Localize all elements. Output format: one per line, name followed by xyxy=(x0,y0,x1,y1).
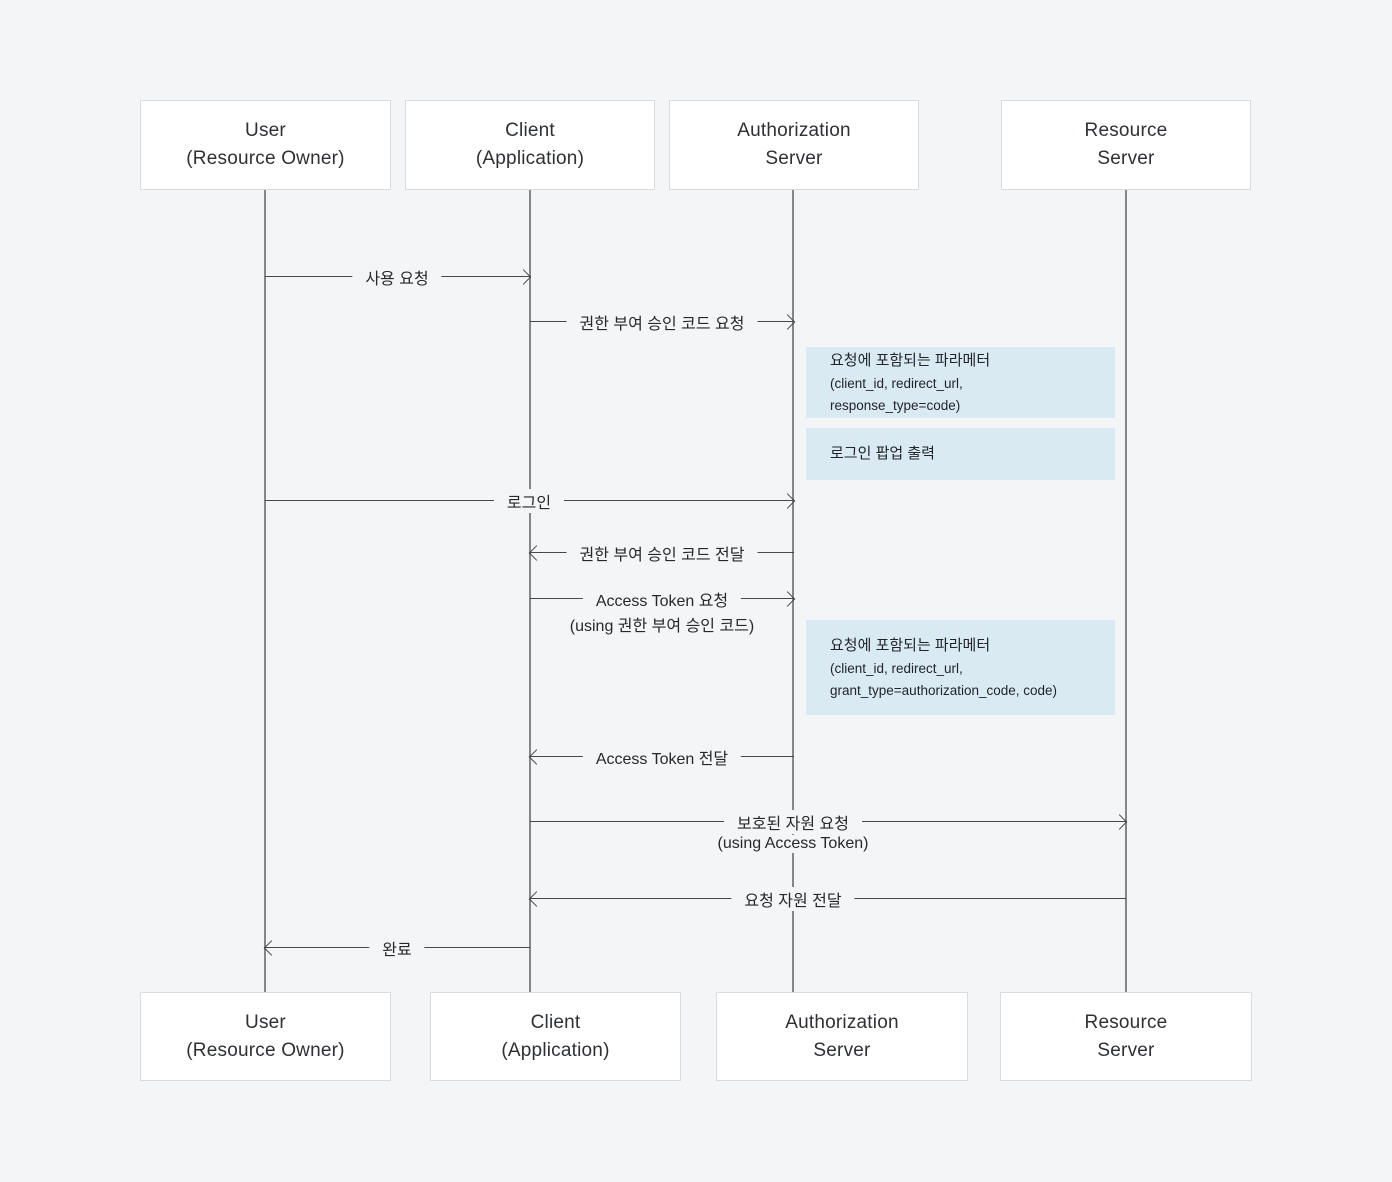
actor-box-client-bottom: Client (Application) xyxy=(430,992,681,1081)
note-line: grant_type=authorization_code, code) xyxy=(830,682,1058,698)
arrowhead-left-icon xyxy=(528,545,545,561)
note-line: 로그인 팝업 출력 xyxy=(830,445,935,462)
actor-label-line1: Resource xyxy=(1084,1011,1168,1033)
actor-box-user-top: User (Resource Owner) xyxy=(140,100,391,190)
lifeline-client xyxy=(529,190,531,992)
note-line: 요청에 포함되는 파라메터 xyxy=(830,636,991,654)
actor-label-line2: Server xyxy=(765,148,823,169)
actor-label-line1: Authorization xyxy=(785,1011,899,1033)
message-label: 요청 자원 전달 xyxy=(731,887,855,911)
note-login-popup: 로그인 팝업 출력 xyxy=(806,428,1115,480)
actor-label-line1: Client xyxy=(505,120,555,142)
actor-box-client-top: Client (Application) xyxy=(405,100,655,190)
arrowhead-left-icon xyxy=(528,891,545,907)
actor-label-line2: (Application) xyxy=(501,1039,610,1061)
message-label: 로그인 xyxy=(493,489,565,513)
note-line: 요청에 포함되는 파라메터 xyxy=(830,351,991,369)
message-label: 사용 요청 xyxy=(352,265,442,289)
lifeline-resource-server xyxy=(1125,190,1127,992)
actor-label-line1: Client xyxy=(530,1011,581,1033)
actor-label-line2: (Application) xyxy=(475,148,585,169)
actor-label-line2: (Resource Owner) xyxy=(186,1039,345,1061)
actor-label-line2: Server xyxy=(1097,1039,1155,1061)
message-label: 보호된 자원 요청 xyxy=(724,810,862,834)
actor-box-resource-server-bottom: Resource Server xyxy=(1000,992,1252,1081)
actor-label-line1: Authorization xyxy=(737,120,851,142)
lifeline-auth-server xyxy=(792,190,794,992)
actor-label-line1: User xyxy=(245,1011,286,1033)
actor-box-auth-server-top: Authorization Server xyxy=(669,100,919,190)
actor-label-line2: (Resource Owner) xyxy=(186,148,345,169)
arrowhead-left-icon xyxy=(528,749,545,765)
message-label: Access Token 전달 xyxy=(582,745,742,769)
note-line: (client_id, redirect_url, response_type=… xyxy=(830,375,963,413)
actor-label-line1: User xyxy=(245,120,286,142)
actor-label-line2: Server xyxy=(1097,148,1155,169)
actor-label-line2: Server xyxy=(813,1039,871,1061)
message-label: 권한 부여 승인 코드 전달 xyxy=(566,541,758,565)
message-sublabel: (using 권한 부여 승인 코드) xyxy=(559,612,765,636)
message-label: 권한 부여 승인 코드 요청 xyxy=(566,310,758,334)
note-line: (client_id, redirect_url, xyxy=(830,660,963,676)
message-label: 완료 xyxy=(369,936,425,960)
actor-box-user-bottom: User (Resource Owner) xyxy=(140,992,391,1081)
actor-box-resource-server-top: Resource Server xyxy=(1001,100,1251,190)
arrowhead-left-icon xyxy=(263,940,280,956)
lifeline-user xyxy=(264,190,266,992)
actor-box-auth-server-bottom: Authorization Server xyxy=(716,992,968,1081)
message-label: Access Token 요청 xyxy=(582,587,742,611)
note-request-params-1: 요청에 포함되는 파라메터 (client_id, redirect_url, … xyxy=(806,347,1115,418)
actor-label-line1: Resource xyxy=(1084,120,1168,142)
note-request-params-2: 요청에 포함되는 파라메터 (client_id, redirect_url, … xyxy=(806,620,1115,715)
message-sublabel: (using Access Token) xyxy=(707,835,879,853)
